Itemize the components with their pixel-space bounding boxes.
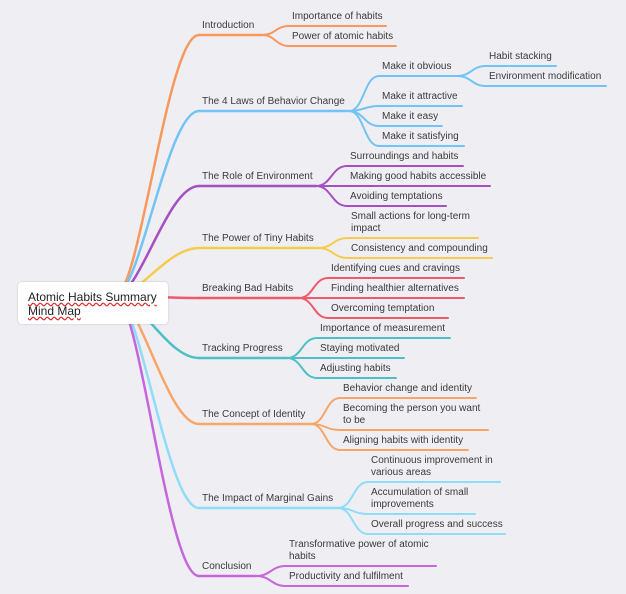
connector-consistency-and-compounding	[317, 247, 349, 259]
branch-tracking-progress[interactable]: Tracking Progress	[202, 343, 283, 354]
subtopic-importance-of-habits[interactable]: Importance of habits	[292, 11, 383, 22]
root-node[interactable]: Atomic Habits Summary Mind Map	[18, 282, 168, 324]
connector-importance-of-habits	[261, 25, 290, 36]
connector-environment-modification	[456, 75, 487, 87]
branch-introduction[interactable]: Introduction	[202, 20, 255, 31]
subtopic-staying-motivated[interactable]: Staying motivated	[320, 343, 400, 354]
subtopic-transformative-power[interactable]: Transformative power of atomic habits	[289, 539, 429, 562]
connector-importance-of-measurement	[286, 337, 318, 359]
subtopic-finding-alternatives[interactable]: Finding healthier alternatives	[331, 283, 459, 294]
connector-overcoming-temptation	[298, 297, 329, 319]
branch-power-of-tiny-habits[interactable]: The Power of Tiny Habits	[202, 233, 314, 244]
branch-connector-marginal-gains	[113, 294, 201, 510]
subtopic-becoming-the-person[interactable]: Becoming the person you want to be	[343, 403, 481, 426]
detail-habit-stacking[interactable]: Habit stacking	[489, 51, 552, 62]
subtopic-make-it-obvious[interactable]: Make it obvious	[382, 61, 452, 72]
subtopic-making-good-habits-accessible[interactable]: Making good habits accessible	[350, 171, 487, 182]
subtopic-adjusting-habits[interactable]: Adjusting habits	[320, 363, 391, 374]
subtopic-importance-of-measurement[interactable]: Importance of measurement	[320, 323, 446, 334]
connector-overall-progress	[337, 507, 369, 535]
subtopic-surroundings-and-habits[interactable]: Surroundings and habits	[350, 151, 459, 162]
branch-concept-of-identity[interactable]: The Concept of Identity	[202, 409, 306, 420]
connector-transformative-power	[255, 565, 287, 577]
subtopic-overcoming-temptation[interactable]: Overcoming temptation	[331, 303, 435, 314]
connector-lines	[113, 25, 607, 587]
branch-role-of-environment[interactable]: The Role of Environment	[202, 171, 313, 182]
subtopic-behavior-change-and-identity[interactable]: Behavior change and identity	[343, 383, 472, 394]
connector-aligning-habits-with-identity	[310, 423, 341, 451]
connector-habit-stacking	[456, 65, 487, 77]
detail-environment-modification[interactable]: Environment modification	[489, 71, 602, 82]
branch-breaking-bad-habits[interactable]: Breaking Bad Habits	[202, 283, 294, 294]
subtopic-consistency-and-compounding[interactable]: Consistency and compounding	[351, 243, 488, 254]
connector-small-actions	[317, 237, 349, 249]
subtopic-continuous-improvement[interactable]: Continuous improvement in various areas	[371, 455, 493, 478]
connector-make-it-satisfying	[348, 110, 380, 147]
connector-make-it-attractive	[348, 105, 380, 112]
subtopic-accumulation-of-small-improvements[interactable]: Accumulation of small improvements	[371, 487, 469, 510]
subtopic-make-it-satisfying[interactable]: Make it satisfying	[382, 131, 459, 142]
branch-four-laws[interactable]: The 4 Laws of Behavior Change	[202, 96, 345, 107]
branch-marginal-gains[interactable]: The Impact of Marginal Gains	[202, 493, 334, 504]
connector-continuous-improvement	[337, 481, 369, 509]
subtopic-overall-progress[interactable]: Overall progress and success	[371, 519, 503, 530]
connector-adjusting-habits	[286, 357, 318, 379]
branch-conclusion[interactable]: Conclusion	[202, 561, 252, 572]
subtopic-power-of-atomic-habits[interactable]: Power of atomic habits	[292, 31, 394, 42]
subtopic-small-actions[interactable]: Small actions for long-term impact	[351, 211, 470, 234]
connector-identifying-cues	[298, 277, 329, 299]
subtopic-productivity-and-fulfilment[interactable]: Productivity and fulfilment	[289, 571, 403, 582]
subtopic-aligning-habits-with-identity[interactable]: Aligning habits with identity	[343, 435, 464, 446]
subtopic-make-it-attractive[interactable]: Make it attractive	[382, 91, 458, 102]
branch-connector-introduction	[113, 33, 201, 298]
connector-surroundings-and-habits	[315, 165, 348, 187]
connector-productivity-and-fulfilment	[255, 575, 287, 587]
subtopic-make-it-easy[interactable]: Make it easy	[382, 111, 439, 122]
subtopic-avoiding-temptations[interactable]: Avoiding temptations	[350, 191, 443, 202]
branch-connector-conclusion	[113, 294, 201, 578]
root-node-label: Atomic Habits Summary Mind Map	[28, 290, 157, 318]
connector-avoiding-temptations	[315, 185, 348, 207]
subtopic-identifying-cues[interactable]: Identifying cues and cravings	[331, 263, 460, 274]
connector-power-of-atomic-habits	[261, 34, 290, 47]
connector-behavior-change-and-identity	[310, 397, 341, 425]
